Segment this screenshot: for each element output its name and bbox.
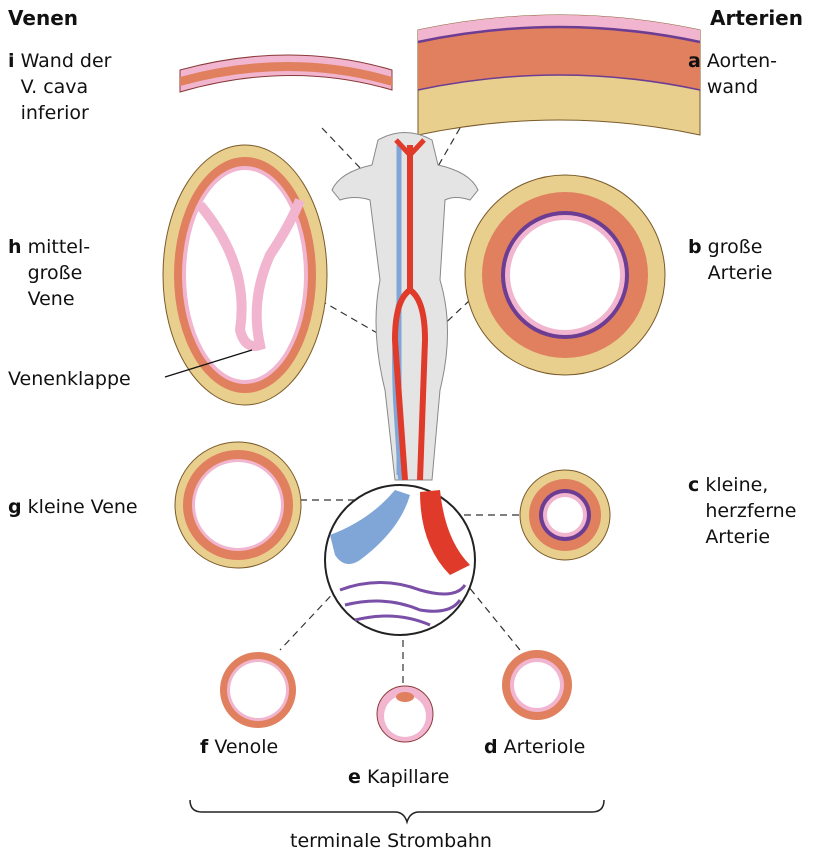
small-artery-section [519, 469, 611, 561]
capillary-network [339, 581, 467, 627]
arteries-heading: Arterien [710, 6, 803, 30]
label-c-text: kleine, herzferne Arterie [705, 474, 797, 548]
capillary-section [376, 685, 434, 743]
label-b-text: große Arterie [707, 236, 773, 284]
vein-valve-cusps [196, 198, 305, 351]
vena-cava-wall-section [179, 54, 393, 93]
label-f-text: Venole [214, 736, 279, 758]
label-i-text: Wand der V. cava inferior [20, 50, 112, 124]
medium-vein-section [162, 144, 328, 406]
label-a: a Aorten- wand [688, 50, 778, 98]
label-e: e Kapillare [348, 766, 450, 788]
terminal-bed-brace [189, 799, 605, 825]
label-f: f Venole [200, 736, 279, 758]
label-h-text: mittel- große Vene [27, 236, 91, 310]
veins-heading: Venen [8, 6, 78, 30]
small-vein-section [174, 441, 302, 569]
large-artery-section [464, 174, 666, 376]
label-b: b große Arterie [688, 236, 773, 284]
label-g-text: kleine Vene [27, 496, 138, 518]
label-e-text: Kapillare [366, 766, 450, 788]
label-c: c kleine, herzferne Arterie [688, 474, 797, 548]
terminal-bed-label: terminale Strombahn [290, 830, 492, 852]
label-d-text: Arteriole [503, 736, 586, 758]
aortic-wall-section [417, 14, 701, 136]
label-d: d Arteriole [484, 736, 586, 758]
label-g: g kleine Vene [8, 496, 138, 518]
terminal-bed-magnified [324, 484, 476, 636]
label-a-text: Aorten- wand [706, 50, 778, 98]
venule-section [220, 652, 296, 728]
label-h: h mittel- große Vene [8, 236, 91, 310]
human-body-silhouette [331, 132, 479, 481]
valve-label: Venenklappe [8, 368, 131, 390]
valve-pointer-line [164, 349, 253, 378]
artery-path [391, 145, 429, 481]
arteriole-section [502, 650, 572, 720]
label-i: i Wand der V. cava inferior [8, 50, 112, 124]
